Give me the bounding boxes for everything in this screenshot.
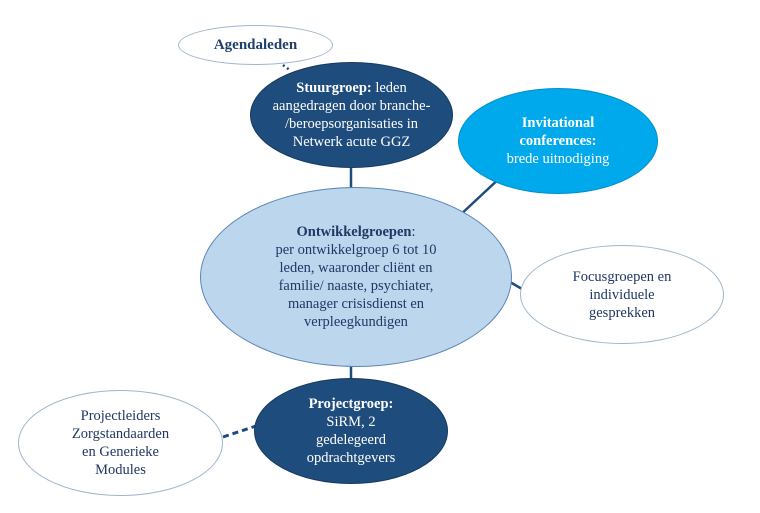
projectleiders-line-2: Zorgstandaarden <box>71 426 170 442</box>
invitational-title-line-1: Invitational <box>521 115 595 131</box>
stuurgroep-title: Stuurgroep: <box>296 80 372 96</box>
focusgroepen-line-3: gesprekken <box>588 304 656 321</box>
stuurgroep-line-3: /beroepsorganisaties in <box>284 116 419 132</box>
invitational-line-1: brede uitnodiging <box>506 151 610 167</box>
stuurgroep-node: Stuurgroep: leden aangedragen door branc… <box>250 62 453 168</box>
invitational-conferences-node: Invitational conferences: brede uitnodig… <box>458 88 658 194</box>
projectgroep-title: Projectgroep: <box>308 396 394 412</box>
focusgroepen-line-1: Focusgroepen en <box>572 268 672 285</box>
stuurgroep-line-4: Netwerk acute GGZ <box>292 134 411 150</box>
projectgroep-line-2: gedelegeerd <box>315 432 387 448</box>
projectleiders-line-4: Modules <box>95 462 146 478</box>
focusgroepen-line-2: individuele <box>589 286 655 303</box>
focusgroepen-node: Focusgroepen en individuele gesprekken <box>520 245 724 344</box>
ontwikkelgroepen-line-5: verpleegkundigen <box>304 314 408 330</box>
ontwikkelgroepen-line-1: per ontwikkelgroep 6 tot 10 <box>275 242 437 258</box>
projectgroep-line-1: SiRM, 2 <box>326 414 376 430</box>
invitational-title-line-2: conferences: <box>519 133 597 149</box>
agendaleden-node: Agendaleden <box>178 25 333 65</box>
projectleiders-line-1: Projectleiders <box>80 408 161 424</box>
ontwikkelgroepen-title: Ontwikkelgroepen <box>296 224 412 240</box>
ontwikkelgroepen-line-4: manager crisisdienst en <box>287 296 425 312</box>
ontwikkelgroepen-line-3: familie/ naaste, psychiater, <box>278 278 434 294</box>
connector-agendaleden-stuurgroep <box>282 64 292 72</box>
ontwikkelgroepen-title-suffix: : <box>411 224 416 240</box>
agendaleden-label: Agendaleden <box>213 37 298 53</box>
projectleiders-node: Projectleiders Zorgstandaarden en Generi… <box>18 390 223 496</box>
projectleiders-line-3: en Generieke <box>82 444 159 460</box>
connector-projectleiders-projectgroep <box>222 424 257 439</box>
ontwikkelgroepen-line-2: leden, waaronder cliënt en <box>279 260 433 276</box>
ontwikkelgroepen-node: Ontwikkelgroepen: per ontwikkelgroep 6 t… <box>200 187 512 367</box>
stuurgroep-line-1: leden <box>371 80 407 96</box>
projectgroep-line-3: opdrachtgevers <box>306 450 396 466</box>
projectgroep-node: Projectgroep: SiRM, 2 gedelegeerd opdrac… <box>254 378 448 484</box>
stuurgroep-line-2: aangedragen door branche- <box>272 98 431 114</box>
